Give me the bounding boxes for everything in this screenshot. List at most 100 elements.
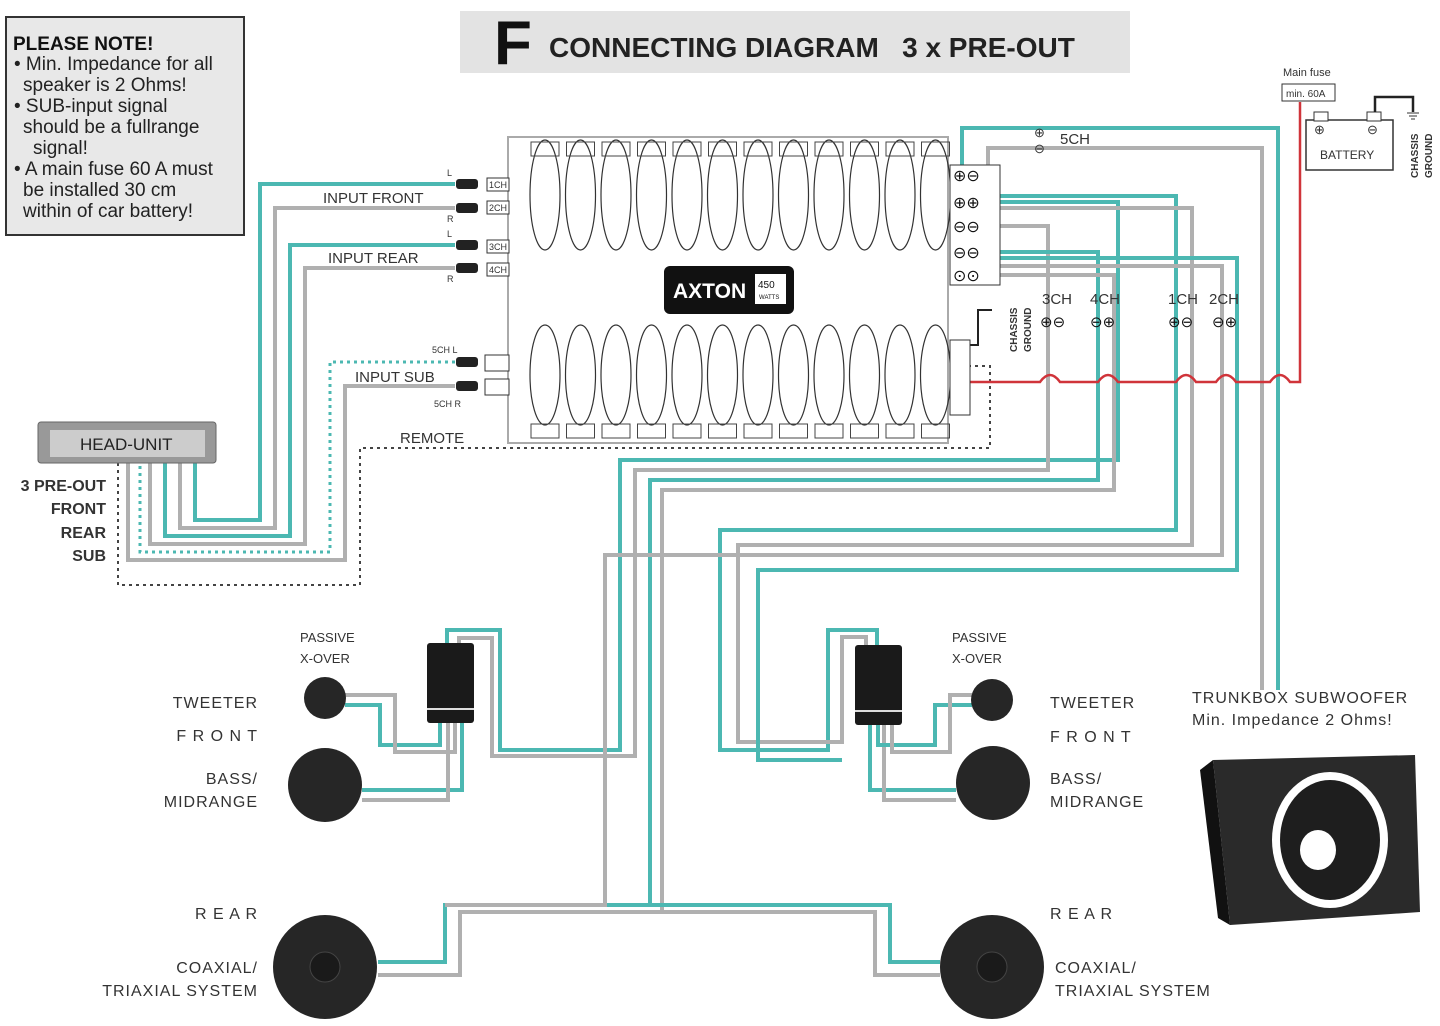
left-marker: L xyxy=(447,229,452,239)
heatsink-block xyxy=(601,423,631,439)
heatsink-fin xyxy=(848,139,881,251)
sub-right-marker: 5CH R xyxy=(434,399,462,409)
power-wiring: Main fuse min. 60A ⊕ ⊖ BATTERY CHASSIS G… xyxy=(958,67,1435,384)
front-label: F R O N T xyxy=(1050,729,1132,746)
heatsink-fin xyxy=(635,139,668,251)
bass-midrange-speaker xyxy=(288,748,362,822)
heatsink-fin xyxy=(742,324,774,426)
head-unit: HEAD-UNIT 3 PRE-OUT FRONT REAR SUB xyxy=(21,421,217,565)
section-letter: F xyxy=(494,9,532,78)
ch5-label: 5CH xyxy=(1060,131,1090,148)
heatsink-block xyxy=(921,423,950,439)
heatsink-block xyxy=(921,141,950,157)
heatsink-fin xyxy=(564,139,597,251)
heatsink-block xyxy=(708,141,737,157)
heatsink-block xyxy=(672,423,702,439)
heatsink-block xyxy=(566,141,595,157)
heatsink-fin xyxy=(777,324,810,426)
heatsink-fin xyxy=(529,139,561,251)
heatsink-block xyxy=(743,141,773,157)
header: F CONNECTING DIAGRAM 3 x PRE-OUT xyxy=(460,9,1130,78)
rear-label: R E A R xyxy=(195,906,258,923)
heatsink-block xyxy=(850,423,879,439)
note-title: PLEASE NOTE! xyxy=(13,34,153,55)
rear-label: R E A R xyxy=(1050,906,1113,923)
heatsink-fin xyxy=(706,139,739,251)
svg-text:⊖: ⊖ xyxy=(1034,141,1045,156)
input-channel-label: 4CH xyxy=(489,265,507,275)
tweeter-label: TWEETER xyxy=(1050,695,1135,712)
preout-label: SUB xyxy=(72,548,106,565)
output-terminals: ⊕⊖ ⊕⊕ ⊖⊖ ⊖⊖ ⊙⊙ xyxy=(949,164,1001,416)
heatsink-fin xyxy=(813,139,845,251)
rca-inputs: 1CH 2CH 3CH 4CH L R L R 5CH L 5CH R xyxy=(432,168,510,409)
input-channel-label: 2CH xyxy=(489,203,507,213)
heatsink-fin xyxy=(671,139,703,251)
coax-label: TRIAXIAL SYSTEM xyxy=(102,983,258,1000)
bass-label: BASS/ xyxy=(1050,771,1102,788)
note-line: should be a fullrange xyxy=(23,117,199,138)
heatsink-block xyxy=(885,423,915,439)
input-channel-label: 1CH xyxy=(489,180,507,190)
input-sub-label: INPUT SUB xyxy=(355,369,435,386)
sub-left-marker: 5CH L xyxy=(432,345,458,355)
svg-text:⊕⊖: ⊕⊖ xyxy=(1040,314,1065,331)
note-line: be installed 30 cm xyxy=(23,180,176,201)
heatsink-block xyxy=(814,141,844,157)
chassis-ground-label: CHASSIS xyxy=(1009,307,1020,352)
svg-text:⊖⊖: ⊖⊖ xyxy=(953,245,980,262)
svg-text:⊕⊖: ⊕⊖ xyxy=(1168,314,1193,331)
power-rating: 450 xyxy=(758,280,775,291)
svg-text:⊕⊖: ⊕⊖ xyxy=(953,168,980,185)
xover-label: PASSIVE xyxy=(300,630,355,645)
ground-label: CHASSIS xyxy=(1410,133,1421,178)
preout-label: FRONT xyxy=(51,501,106,518)
ch3-label: 3CH xyxy=(1042,291,1072,308)
heatsink-block xyxy=(814,423,844,439)
heatsink-fin xyxy=(635,324,668,426)
note-line: signal! xyxy=(33,138,88,159)
note-line: • Min. Impedance for all xyxy=(14,54,213,75)
heatsink-block xyxy=(672,141,702,157)
power-unit: WATTS xyxy=(759,295,779,301)
svg-text:⊖⊕: ⊖⊕ xyxy=(1090,314,1115,331)
ch2-label: 2CH xyxy=(1209,291,1239,308)
bass-label: MIDRANGE xyxy=(1050,794,1144,811)
page-title: CONNECTING DIAGRAM 3 x PRE-OUT xyxy=(549,32,1075,63)
heatsink-block xyxy=(743,423,773,439)
front-label: F R O N T xyxy=(176,728,258,745)
heatsink-block xyxy=(850,141,879,157)
heatsink-fin xyxy=(706,324,739,426)
heatsink-fin xyxy=(564,324,597,426)
chassis-ground-label: GROUND xyxy=(1023,308,1034,352)
right-speakers: PASSIVE X-OVER TWEETER F R O N T BASS/ M… xyxy=(855,630,1210,1019)
xover-label: X-OVER xyxy=(952,651,1002,666)
output-labels: ⊕ ⊖ 5CH 3CH 4CH 1CH 2CH ⊕⊖ ⊖⊕ ⊕⊖ ⊖⊕ CHAS… xyxy=(1009,125,1239,352)
plus-icon: ⊕ xyxy=(1314,122,1325,137)
logo-text: AXTON xyxy=(673,280,746,303)
preout-label: REAR xyxy=(61,525,107,542)
heatsink-fin xyxy=(777,139,810,251)
heatsink-fin xyxy=(600,324,632,426)
coax-label: COAXIAL/ xyxy=(176,960,258,977)
heatsink-fin xyxy=(600,139,632,251)
input-labels: INPUT FRONT INPUT REAR INPUT SUB REMOTE xyxy=(323,190,464,447)
note-line: • SUB-input signal xyxy=(14,96,167,117)
amplifier: AXTON 450 WATTS 1CH 2CH 3CH 4CH L R L R … xyxy=(432,136,1001,444)
input-rear-label: INPUT REAR xyxy=(328,250,419,267)
fuse-label: Main fuse xyxy=(1283,67,1331,79)
heatsink-fin xyxy=(848,324,881,426)
battery: ⊕ ⊖ BATTERY CHASSIS GROUND xyxy=(1305,95,1435,178)
right-marker: R xyxy=(447,274,454,284)
heatsink-block xyxy=(779,423,808,439)
heatsink-fins xyxy=(529,139,952,439)
minus-icon: ⊖ xyxy=(1367,122,1378,137)
xover-label: X-OVER xyxy=(300,651,350,666)
please-note-box: PLEASE NOTE! • Min. Impedance for all sp… xyxy=(5,16,245,236)
heatsink-fin xyxy=(884,139,916,251)
input-channel-label: 3CH xyxy=(489,242,507,252)
passive-crossover xyxy=(427,643,474,723)
note-line: • A main fuse 60 A must xyxy=(14,159,214,180)
heatsink-block xyxy=(779,141,808,157)
